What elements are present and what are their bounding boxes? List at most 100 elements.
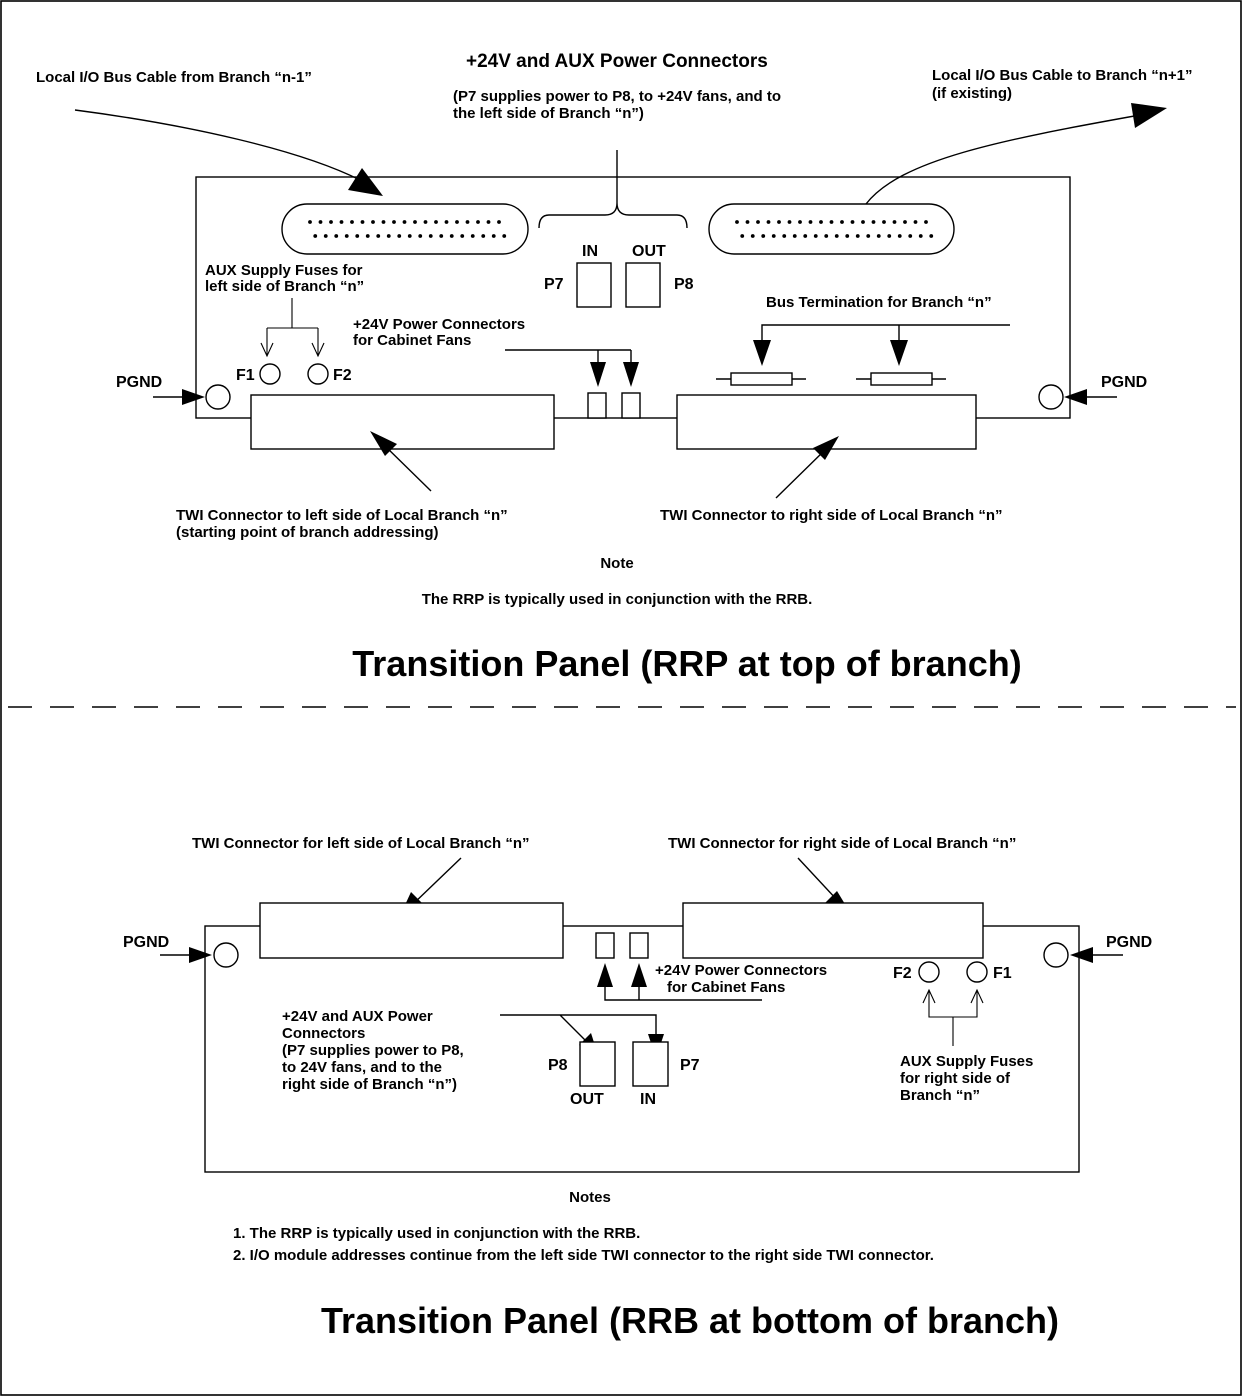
bottom-f2-label: F2: [893, 965, 912, 982]
top-note-heading: Note: [600, 555, 633, 572]
top-fan-arrowhead-2: [623, 362, 639, 387]
connector-pin: [434, 220, 438, 224]
bottom-fan-leader: [604, 985, 762, 1001]
top-twi-left-label-2: (starting point of branch addressing): [176, 524, 439, 541]
connector-pin: [777, 220, 781, 224]
connector-pin: [829, 220, 834, 224]
bottom-power-leader: [500, 1014, 657, 1041]
connector-pin: [866, 234, 871, 238]
top-twi-connector-right: [676, 394, 977, 450]
top-pgnd-right-terminal: [1038, 384, 1064, 410]
connector-pin: [929, 234, 934, 238]
bottom-f1-label: F1: [993, 965, 1012, 982]
top-p8-label: P8: [674, 276, 694, 293]
connector-pin: [497, 220, 501, 224]
top-pgnd-right-arrowhead: [1064, 389, 1087, 405]
top-pgnd-left-label: PGND: [116, 374, 162, 391]
bottom-notes-heading: Notes: [569, 1189, 611, 1206]
connector-pin: [470, 234, 475, 238]
connector-pin: [750, 234, 755, 238]
connector-pin: [491, 234, 496, 238]
top-termination-arrowhead-2: [890, 340, 908, 366]
connector-pin: [761, 234, 766, 238]
connector-pin: [308, 220, 312, 224]
connector-pin: [344, 234, 349, 238]
connector-pin: [481, 234, 486, 238]
bottom-power-label-2: Connectors: [282, 1025, 365, 1042]
bottom-pgnd-left-terminal: [213, 942, 239, 968]
connector-pin: [381, 220, 386, 224]
connector-pin: [449, 234, 454, 238]
top-termination-label: Bus Termination for Branch “n”: [766, 294, 992, 311]
bottom-in-label: IN: [640, 1091, 656, 1108]
top-twi-left-leader: [382, 443, 432, 492]
top-cable-in-arrowhead: [348, 168, 383, 196]
connector-pin: [845, 234, 850, 238]
connector-pin: [418, 234, 423, 238]
top-f1-label: F1: [236, 367, 255, 384]
top-in-label: IN: [582, 243, 598, 260]
bottom-twi-right-leader: [797, 857, 839, 902]
connector-pin: [798, 220, 802, 224]
top-cable-out-label-2: (if existing): [932, 85, 1012, 102]
bottom-twi-connector-left: [259, 902, 564, 959]
bottom-fan-arrowhead-2: [631, 963, 647, 987]
top-bus-connector-left-pins: [308, 220, 507, 238]
top-power-brace: [538, 150, 688, 229]
connector-pin: [323, 234, 328, 238]
bottom-fuse-arrow-f1: [970, 988, 984, 1004]
connector-pin: [428, 234, 433, 238]
connector-pin: [819, 220, 823, 224]
top-cable-in-label: Local I/O Bus Cable from Branch “n-1”: [36, 69, 312, 86]
top-fan-leader: [505, 349, 632, 372]
top-power-note-2: the left side of Branch “n”): [453, 105, 644, 122]
top-panel: Local I/O Bus Cable from Branch “n-1” Lo…: [36, 51, 1192, 684]
bottom-fuses-leader: [928, 990, 978, 1046]
top-cable-in-line: [74, 109, 361, 181]
connector-pin: [787, 220, 792, 224]
connector-pin: [908, 234, 913, 238]
connector-pin: [334, 234, 339, 238]
connector-pin: [855, 234, 860, 238]
bottom-p7-connector: [632, 1041, 669, 1087]
connector-pin: [871, 220, 876, 224]
connector-pin: [397, 234, 402, 238]
connector-pin: [850, 220, 855, 224]
bottom-p7-label: P7: [680, 1057, 700, 1074]
bottom-fan-label-2: for Cabinet Fans: [667, 979, 785, 996]
connector-pin: [350, 220, 354, 224]
top-p7-label: P7: [544, 276, 564, 293]
connector-pin: [892, 220, 897, 224]
connector-pin: [840, 220, 844, 224]
top-fuse-f2: [307, 363, 329, 385]
top-bus-connector-right: [708, 203, 955, 255]
connector-pin: [808, 220, 813, 224]
connector-pin: [371, 220, 375, 224]
top-twi-left-label-1: TWI Connector to left side of Local Bran…: [176, 507, 508, 524]
bottom-panel-title: Transition Panel (RRB at bottom of branc…: [321, 1300, 1059, 1341]
connector-pin: [318, 220, 323, 224]
connector-pin: [813, 234, 818, 238]
connector-pin: [897, 234, 902, 238]
top-resistor-1: [730, 372, 793, 386]
bottom-out-label: OUT: [570, 1091, 604, 1108]
top-fuses-leader: [266, 298, 319, 356]
top-panel-title: Transition Panel (RRP at top of branch): [352, 643, 1021, 684]
connector-pin: [502, 234, 507, 238]
bottom-twi-right-label: TWI Connector for right side of Local Br…: [668, 835, 1016, 852]
top-pgnd-right-label: PGND: [1101, 374, 1147, 391]
top-note-text: The RRP is typically used in conjunction…: [422, 591, 813, 608]
top-bus-connector-left: [281, 203, 529, 255]
top-pgnd-left-terminal: [205, 384, 231, 410]
top-p7-connector: [576, 262, 612, 308]
top-power-note-1: (P7 supplies power to P8, to +24V fans, …: [453, 88, 781, 105]
top-bus-connector-right-pins: [735, 220, 934, 238]
connector-pin: [413, 220, 417, 224]
top-f2-label: F2: [333, 367, 352, 384]
connector-pin: [439, 234, 444, 238]
connector-pin: [771, 234, 776, 238]
connector-pin: [735, 220, 739, 224]
bottom-fan-connector-1: [595, 932, 615, 959]
